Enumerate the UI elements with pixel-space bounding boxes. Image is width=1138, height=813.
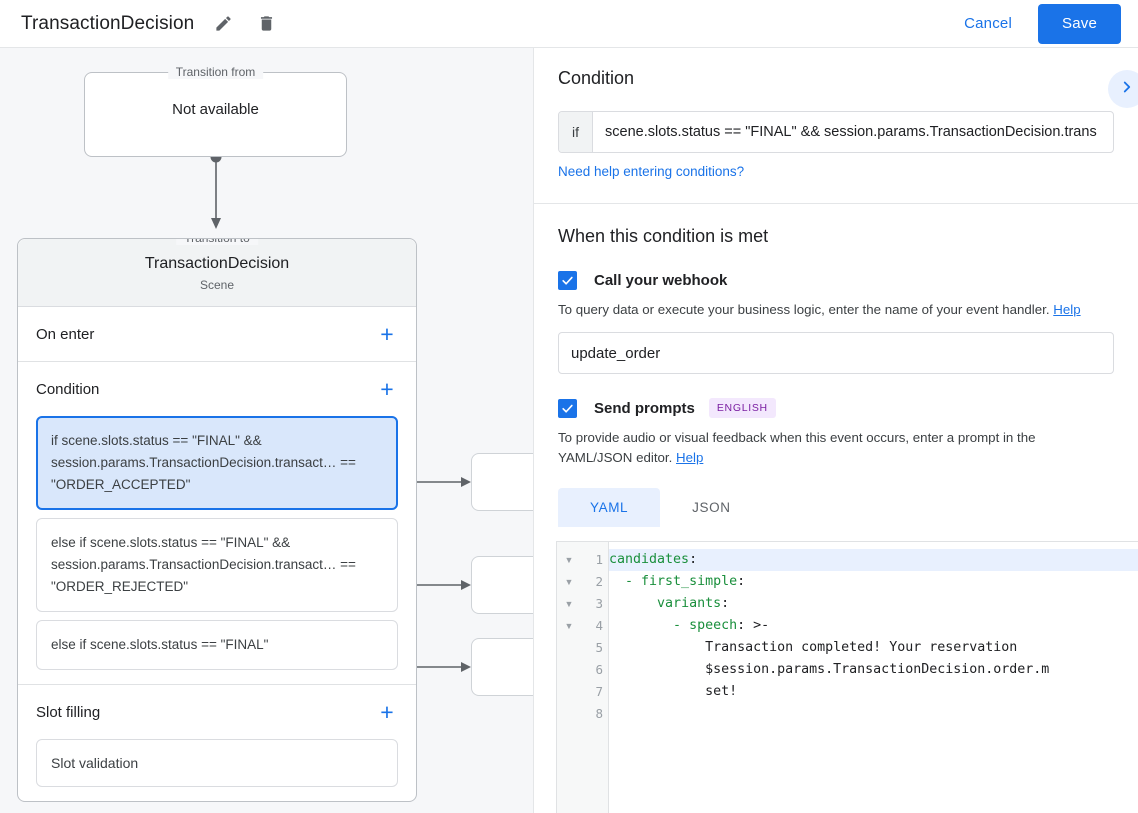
transition-to-legend: Transition to xyxy=(176,239,258,245)
code-line[interactable]: - first_simple: xyxy=(625,574,746,589)
condition-help-link[interactable]: Need help entering conditions? xyxy=(558,164,745,179)
transition-target-stub[interactable] xyxy=(471,556,533,614)
scene-card: Transition to TransactionDecision Scene … xyxy=(17,238,417,802)
code-line[interactable]: variants: xyxy=(657,596,730,611)
transition-from-value: Not available xyxy=(172,101,259,118)
line-number: 2 xyxy=(595,574,603,589)
tab-json[interactable]: JSON xyxy=(692,500,731,515)
fold-toggle-icon[interactable]: ▼ xyxy=(564,577,574,587)
code-line[interactable]: - speech: >- xyxy=(673,618,770,633)
call-webhook-label: Call your webhook xyxy=(594,272,728,289)
code-line[interactable]: $session.params.TransactionDecision.orde… xyxy=(609,662,1050,677)
code-line[interactable]: set! xyxy=(609,684,738,699)
condition-if-prefix: if xyxy=(559,112,593,152)
section-on-enter: On enter + xyxy=(18,307,416,362)
scene-type-label: Scene xyxy=(199,278,235,292)
tab-yaml[interactable]: YAML xyxy=(558,488,661,527)
send-prompts-row: Send prompts ENGLISH xyxy=(558,398,1114,418)
code-line[interactable] xyxy=(609,703,1138,725)
condition-input[interactable] xyxy=(593,112,1113,152)
section-slot-filling: Slot filling + Slot validation xyxy=(18,685,416,801)
fold-spacer xyxy=(557,703,581,725)
fold-toggle-icon[interactable]: ▼ xyxy=(564,555,574,565)
code-line[interactable]: candidates: xyxy=(609,549,1138,571)
when-condition-met-block: When this condition is met Call your web… xyxy=(534,204,1138,527)
yaml-code-editor[interactable]: ▼ ▼ ▼ ▼ 1 2 3 4 5 6 7 8 candidates: - fi… xyxy=(556,541,1138,813)
section-title-on-enter: On enter xyxy=(36,325,95,343)
fold-spacer xyxy=(557,659,581,681)
fold-toggle-icon[interactable]: ▼ xyxy=(564,599,574,609)
line-number: 6 xyxy=(595,662,603,677)
code-line-numbers: 1 2 3 4 5 6 7 8 xyxy=(581,542,609,813)
when-condition-met-heading: When this condition is met xyxy=(558,226,769,246)
transition-from-card: Transition from Not available xyxy=(84,65,347,157)
line-number: 4 xyxy=(595,618,603,633)
chevron-right-icon xyxy=(1118,78,1136,101)
code-fold-gutter: ▼ ▼ ▼ ▼ xyxy=(557,542,581,813)
slot-validation-item[interactable]: Slot validation xyxy=(36,739,398,787)
section-condition: Condition + if scene.slots.status == "FI… xyxy=(18,362,416,685)
fold-spacer xyxy=(557,637,581,659)
scene-header: Transition to TransactionDecision Scene xyxy=(18,239,416,307)
send-prompts-label: Send prompts xyxy=(594,399,695,417)
condition-block: Condition if Need help entering conditio… xyxy=(534,48,1138,204)
cancel-button[interactable]: Cancel xyxy=(950,7,1026,40)
language-badge: ENGLISH xyxy=(708,398,776,418)
code-line[interactable]: Transaction completed! Your reservation xyxy=(609,640,1018,655)
condition-list-item[interactable]: else if scene.slots.status == "FINAL" &&… xyxy=(36,518,398,612)
fold-toggle-icon[interactable]: ▼ xyxy=(564,621,574,631)
send-prompts-description-text: To provide audio or visual feedback when… xyxy=(558,430,1036,465)
expand-panel-button[interactable] xyxy=(1108,70,1138,108)
slot-filling-list: Slot validation xyxy=(36,739,398,801)
top-app-bar: TransactionDecision Cancel Save xyxy=(0,0,1138,48)
add-slot-filling-button[interactable]: + xyxy=(380,698,394,725)
line-number: 5 xyxy=(595,640,603,655)
line-number: 7 xyxy=(595,684,603,699)
condition-field[interactable]: if xyxy=(558,111,1114,153)
trash-icon xyxy=(257,14,276,33)
delete-button[interactable] xyxy=(252,10,280,38)
save-button[interactable]: Save xyxy=(1038,3,1121,44)
section-title-condition: Condition xyxy=(36,380,100,398)
prompts-help-link[interactable]: Help xyxy=(676,450,704,465)
webhook-help-link[interactable]: Help xyxy=(1053,302,1081,317)
topbar-actions: Cancel Save xyxy=(950,3,1138,44)
call-webhook-checkbox[interactable] xyxy=(558,271,577,290)
editor-format-tabs: YAML JSON xyxy=(558,488,1114,527)
condition-heading: Condition xyxy=(558,68,635,88)
send-prompts-checkbox[interactable] xyxy=(558,398,577,418)
line-number: 1 xyxy=(595,552,603,567)
condition-list-item[interactable]: else if scene.slots.status == "FINAL" xyxy=(36,620,398,670)
scene-graph-canvas[interactable]: Transition from Not available Transition… xyxy=(0,48,533,813)
call-webhook-row: Call your webhook xyxy=(558,271,1114,290)
condition-list-item[interactable]: if scene.slots.status == "FINAL" && sess… xyxy=(36,416,398,510)
add-on-enter-button[interactable]: + xyxy=(380,320,394,347)
transition-target-stub[interactable] xyxy=(471,453,533,511)
line-number: 3 xyxy=(595,596,603,611)
section-title-slot-filling: Slot filling xyxy=(36,703,101,721)
line-number: 8 xyxy=(595,706,603,721)
scene-name: TransactionDecision xyxy=(144,255,290,272)
transition-target-stub[interactable] xyxy=(471,638,533,696)
page-title: TransactionDecision xyxy=(21,12,195,34)
send-prompts-description: To provide audio or visual feedback when… xyxy=(558,428,1110,468)
condition-list: if scene.slots.status == "FINAL" && sess… xyxy=(36,416,398,684)
transition-from-legend: Transition from xyxy=(167,65,264,79)
edit-name-button[interactable] xyxy=(209,10,237,38)
webhook-description-text: To query data or execute your business l… xyxy=(558,302,1050,317)
webhook-handler-input[interactable] xyxy=(558,332,1114,374)
code-content-area[interactable]: candidates: - first_simple: variants: - … xyxy=(609,542,1138,813)
webhook-description: To query data or execute your business l… xyxy=(558,300,1114,320)
fold-spacer xyxy=(557,681,581,703)
pencil-icon xyxy=(214,14,233,33)
add-condition-button[interactable]: + xyxy=(380,375,394,402)
